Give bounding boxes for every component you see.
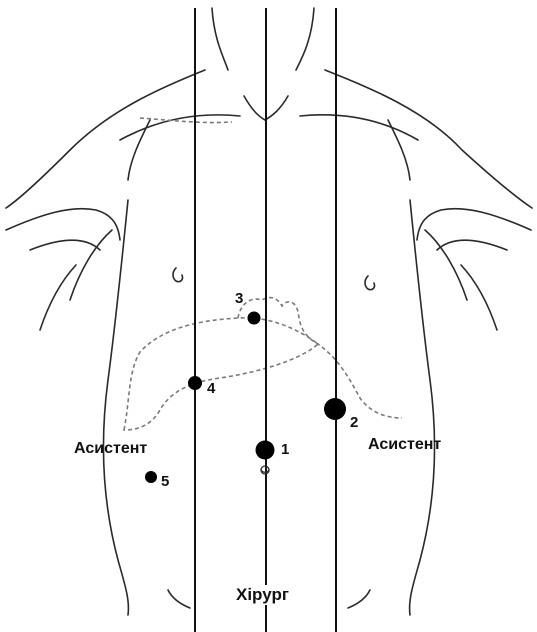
port-2 (324, 398, 346, 420)
assistant-left-label: Асистент (74, 440, 147, 458)
trocar-ports (145, 312, 346, 484)
torso-outline (6, 8, 532, 615)
port-number-2: 2 (350, 414, 358, 431)
port-number-4: 4 (207, 380, 215, 397)
port-1 (256, 441, 275, 460)
port-5 (145, 471, 157, 483)
port-3 (248, 312, 261, 325)
assistant-right-label: Асистент (368, 436, 441, 454)
port-number-3: 3 (235, 290, 243, 307)
port-number-1: 1 (281, 441, 289, 458)
transverse-line (140, 118, 232, 123)
port-number-5: 5 (161, 473, 169, 490)
organ-outline (124, 118, 402, 430)
port-4 (188, 376, 202, 390)
surgeon-label: Хірург (232, 585, 293, 605)
liver-outline (124, 318, 318, 430)
stomach-outline (238, 298, 402, 418)
